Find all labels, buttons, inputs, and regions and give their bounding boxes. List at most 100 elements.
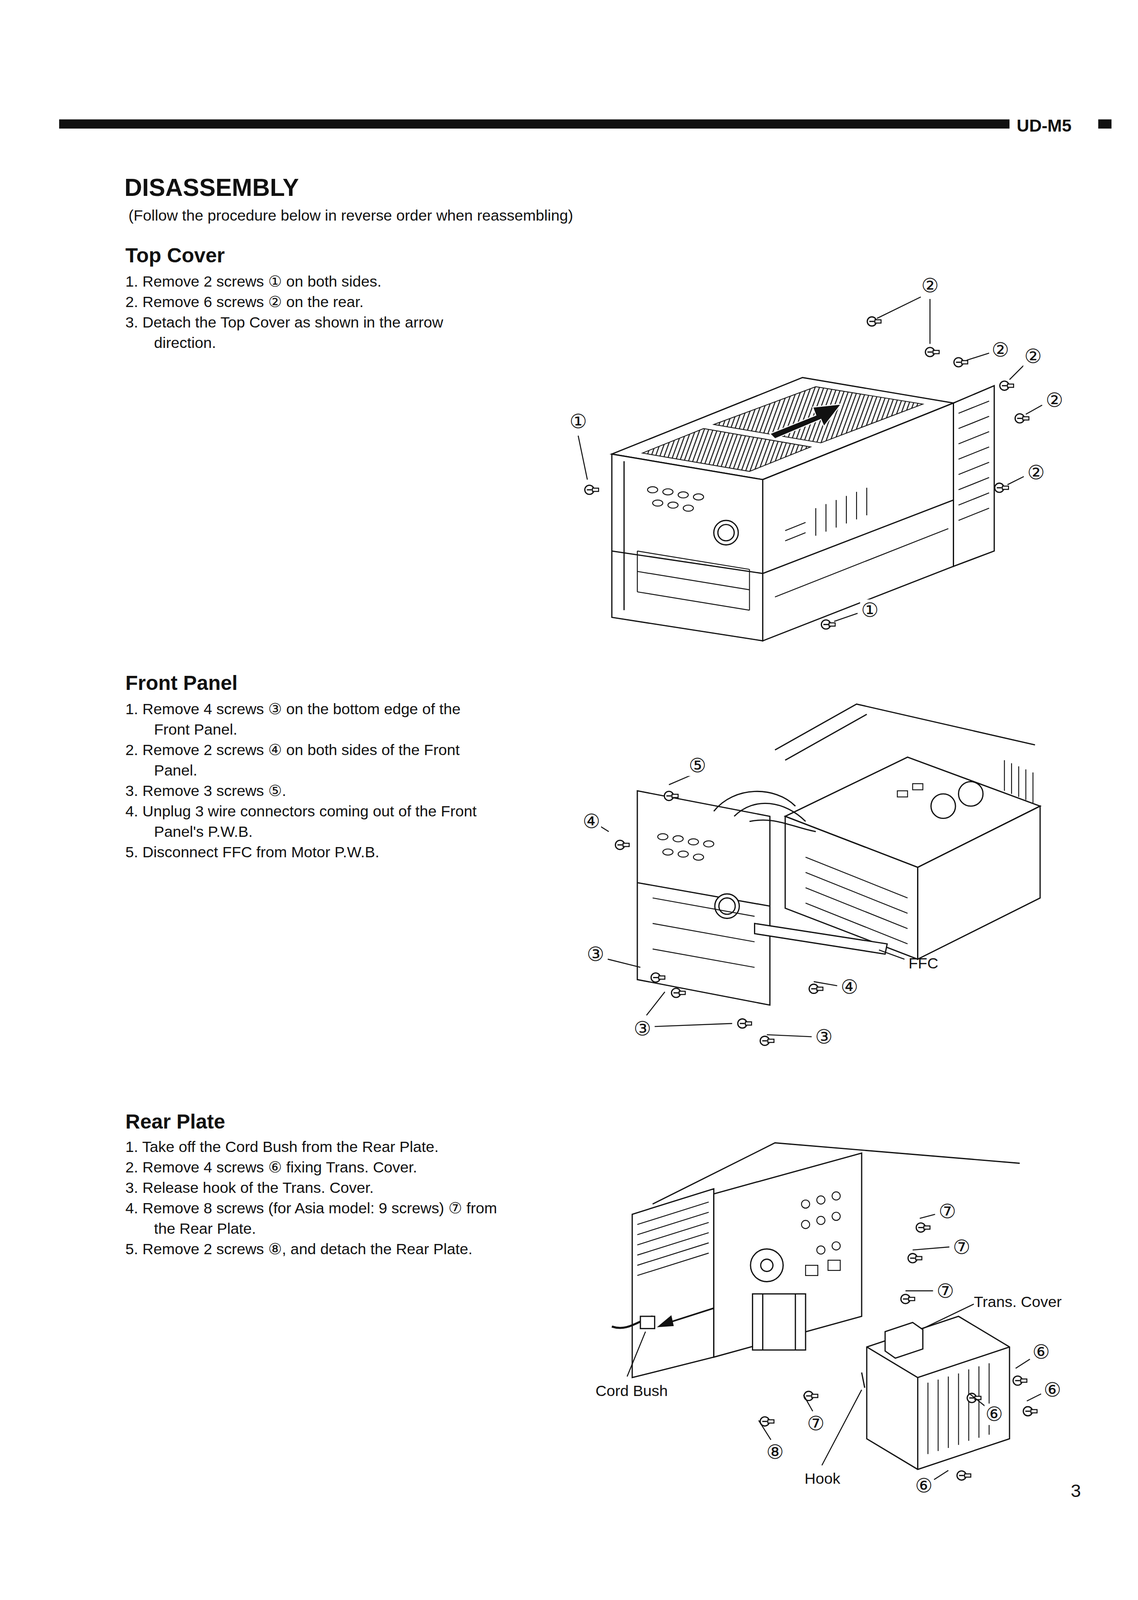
- leader-line: [813, 981, 838, 986]
- callout-number: ③: [814, 1025, 834, 1047]
- instruction-step: 3. Remove 3 screws ⑤.: [125, 780, 498, 801]
- unit-front-panel: [688, 838, 699, 845]
- unit-top-cover: [683, 504, 694, 511]
- screw: [908, 1253, 922, 1263]
- callout-number: ④: [839, 975, 860, 998]
- screw: [925, 347, 940, 357]
- leader-line: [766, 1034, 812, 1037]
- instruction-step: 5. Disconnect FFC from Motor P.W.B.: [125, 841, 498, 862]
- unit-front-panel: [805, 872, 908, 914]
- unit-rear-plate: [968, 1368, 969, 1441]
- unit-rear-plate: [831, 1191, 840, 1200]
- unit-rear-plate: [760, 1258, 774, 1272]
- leader-line: [627, 1331, 646, 1376]
- screw: [615, 791, 823, 1046]
- unit-top-cover: [958, 446, 989, 459]
- unit-front-panel: [1011, 762, 1012, 794]
- unit-rear-plate: [794, 1293, 797, 1350]
- unit-front-panel: [652, 923, 755, 942]
- unit-top-cover: [611, 377, 995, 641]
- leader-line: [607, 958, 641, 967]
- section-heading: Rear Plate: [125, 1107, 226, 1135]
- screw: [916, 1222, 930, 1233]
- unit-top-cover: [713, 386, 924, 443]
- leader-line: [578, 296, 1043, 622]
- unit-top-cover: [958, 477, 989, 490]
- unit-top-cover: [611, 453, 763, 641]
- screw: [867, 316, 881, 327]
- unit-rear-plate: [632, 1188, 714, 1377]
- callout-number: ②: [920, 275, 941, 297]
- unit-front-panel: [637, 882, 770, 906]
- unit-rear-plate: [801, 1220, 810, 1229]
- callout-number: ④: [581, 810, 602, 832]
- unit-rear-plate: [611, 1142, 1020, 1470]
- screw: [737, 1018, 752, 1028]
- header-bar: [59, 119, 1112, 129]
- screw: [650, 972, 665, 983]
- unit-top-cover: [825, 504, 827, 532]
- unit-rear-plate: [885, 1321, 924, 1358]
- leader-line: [923, 1303, 975, 1329]
- unit-front-panel: [662, 848, 674, 855]
- unit-rear-plate: [816, 1215, 826, 1224]
- unit-rear-plate: [637, 1201, 709, 1225]
- leader-line: [1026, 1393, 1042, 1401]
- part-label: Cord Bush: [595, 1380, 668, 1401]
- unit-front-panel: [678, 850, 689, 857]
- screw: [584, 484, 599, 495]
- screw: [900, 1293, 915, 1304]
- unit-top-cover: [611, 550, 763, 574]
- leader-line: [646, 991, 666, 1015]
- unit-top-cover: [856, 491, 858, 520]
- header-bar: [1098, 119, 1112, 129]
- screw: [664, 791, 678, 801]
- callout-number: ⑦: [805, 1412, 826, 1434]
- leader-line: [758, 1419, 772, 1440]
- instruction-step: 3. Detach the Top Cover as shown in the …: [125, 312, 498, 352]
- unit-rear-plate: [637, 1252, 709, 1276]
- callout-number: ⑦: [937, 1200, 958, 1222]
- leader-line: [821, 1389, 862, 1465]
- unit-rear-plate: [927, 1382, 929, 1454]
- screw: [999, 381, 1014, 391]
- callout-number: ⑤: [687, 754, 708, 776]
- unit-rear-plate: [928, 1362, 990, 1454]
- unit-top-cover: [769, 404, 842, 439]
- unit-top-cover: [637, 550, 750, 570]
- leader-line: [668, 775, 691, 785]
- leader-line: [834, 613, 858, 622]
- unit-top-cover: [647, 486, 658, 493]
- screw: [1013, 1375, 1027, 1385]
- unit-top-cover: [637, 591, 750, 611]
- unit-rear-plate: [637, 1212, 709, 1235]
- callout-number: ⑥: [1031, 1341, 1052, 1363]
- unit-top-cover: [958, 401, 989, 414]
- unit-top-cover: [713, 520, 739, 545]
- unit-front-panel: [785, 713, 867, 760]
- unit-top-cover: [958, 416, 989, 429]
- callout-number: ③: [632, 1017, 653, 1039]
- screw: [1014, 413, 1029, 424]
- leader-line: [877, 296, 921, 319]
- unit-front-panel: [805, 887, 908, 929]
- screw: [615, 839, 629, 850]
- leader-line: [1015, 1358, 1031, 1369]
- screw: [809, 983, 823, 994]
- unit-front-panel: [652, 833, 755, 968]
- unit-front-panel: [1025, 769, 1027, 800]
- unit-top-cover: [958, 492, 989, 505]
- unit-rear-plate: [917, 1346, 1010, 1378]
- leader-line: [654, 1023, 733, 1027]
- unit-front-panel: [652, 897, 755, 917]
- unit-top-cover: [717, 524, 734, 541]
- callout-number: ③: [585, 943, 606, 965]
- callout-number: ⑥: [984, 1403, 1004, 1425]
- unit-front-panel: [703, 840, 714, 847]
- unit-rear-plate: [752, 1293, 806, 1350]
- unit-top-cover: [748, 569, 750, 611]
- leader-line: [1009, 365, 1024, 380]
- unit-rear-plate: [947, 1375, 949, 1448]
- unit-rear-plate: [640, 1315, 655, 1329]
